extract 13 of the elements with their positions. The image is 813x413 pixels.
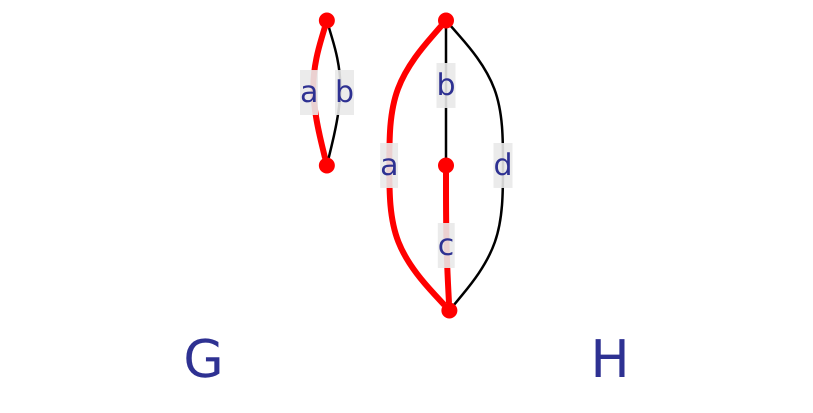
edge-label: b (436, 68, 456, 103)
edge-label: a (300, 74, 319, 110)
graph-name: H (590, 330, 630, 390)
node-circle (319, 12, 336, 28)
edge-label: c (438, 227, 454, 262)
node-circle (319, 157, 336, 173)
graph-name: G (183, 330, 224, 390)
edge-label: d (494, 148, 513, 182)
node-circle (442, 302, 458, 318)
edge-label: b (335, 74, 354, 110)
node-circle (438, 12, 454, 28)
node-circle (438, 157, 454, 173)
edge-label: a (380, 148, 399, 182)
